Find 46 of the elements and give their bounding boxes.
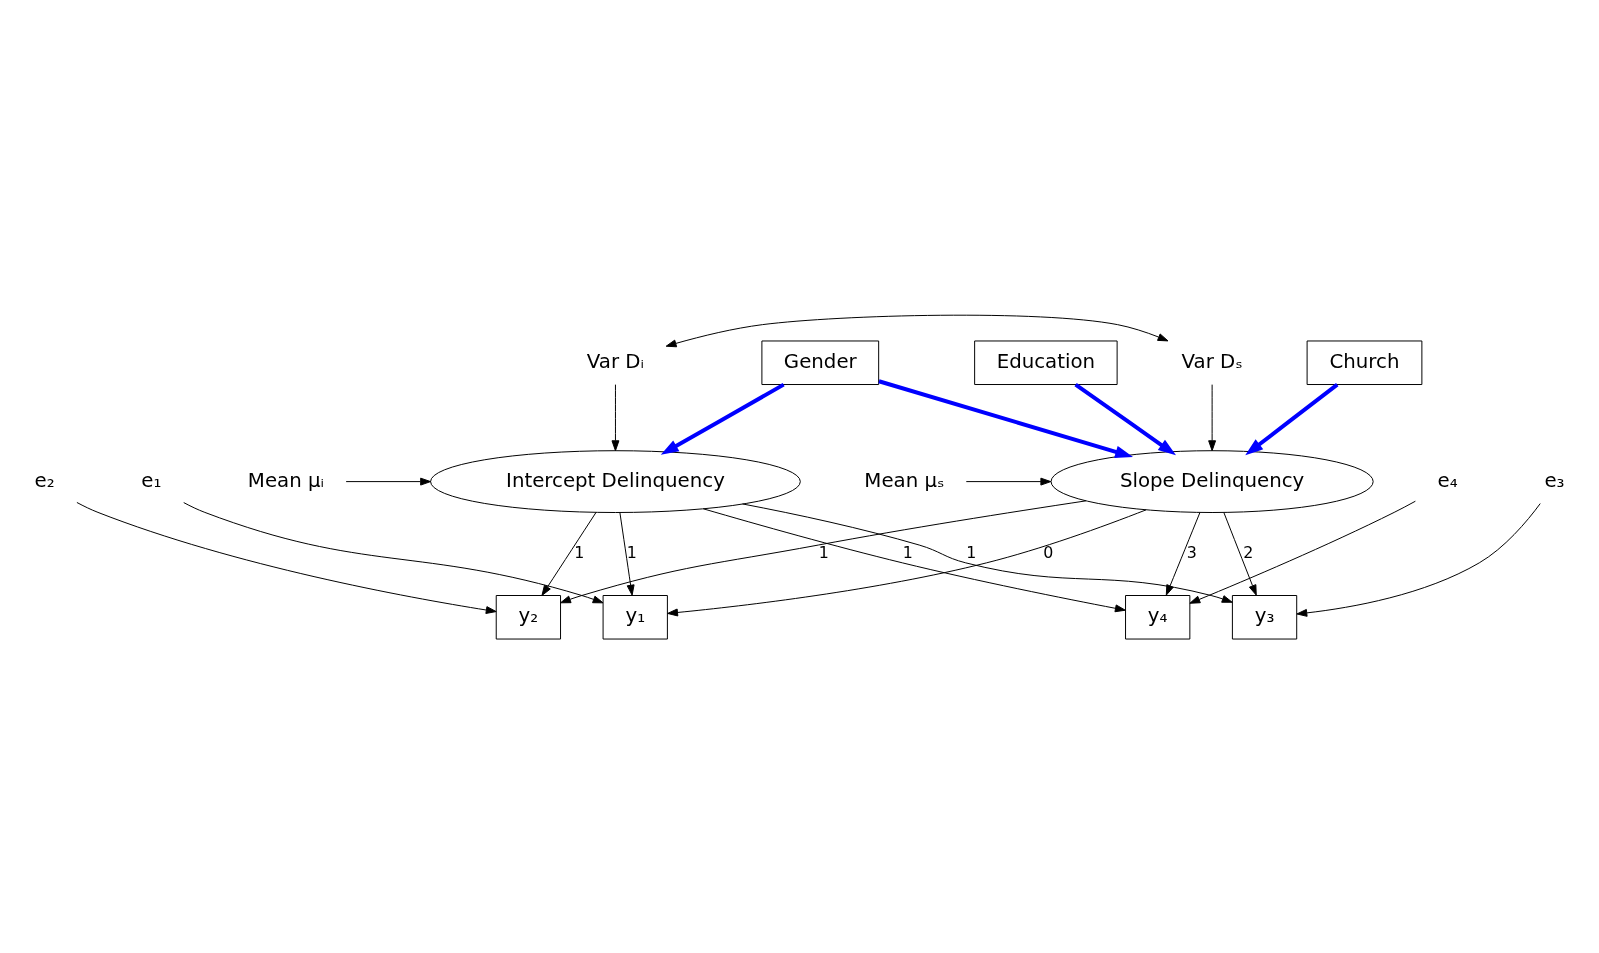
- arrow: [702, 507, 1126, 612]
- edge-label: 1: [626, 542, 637, 562]
- node-box: Education: [974, 340, 1118, 385]
- node-text: Mean μₛ: [864, 468, 945, 492]
- node-text: Var Dₛ: [1181, 349, 1243, 373]
- arrow: [667, 508, 1147, 616]
- arrow: [619, 511, 635, 596]
- edge-label: 1: [574, 542, 585, 562]
- arrow: [742, 502, 1233, 603]
- edge-label: 1: [818, 542, 829, 562]
- arrow: [1074, 382, 1176, 455]
- arrow: [878, 378, 1133, 458]
- arrow: [541, 511, 597, 596]
- arrow: [611, 383, 620, 451]
- node-text: Mean μᵢ: [247, 468, 325, 492]
- arrow: [1223, 511, 1257, 596]
- node-text: Var Dᵢ: [586, 349, 645, 373]
- arrow: [1296, 502, 1541, 617]
- arrow: [1245, 382, 1339, 455]
- node-box: Church: [1306, 340, 1423, 385]
- arrow: [665, 314, 1169, 347]
- edge-label: 1: [902, 542, 913, 562]
- node-box: y₄: [1125, 594, 1191, 640]
- arrow: [1208, 383, 1217, 451]
- node-text: e₁: [141, 468, 162, 492]
- node-text: e₂: [34, 468, 55, 492]
- node-box: Gender: [761, 340, 880, 385]
- arrow: [183, 501, 604, 603]
- node-box: y₁: [602, 594, 668, 640]
- arrow: [345, 477, 432, 486]
- arrow: [560, 499, 1087, 603]
- edge-label: 3: [1186, 542, 1197, 562]
- node-box: y₂: [495, 594, 562, 640]
- arrow: [660, 382, 785, 455]
- node-text: e₃: [1544, 468, 1565, 492]
- edge-label: 0: [1043, 542, 1054, 562]
- arrow: [965, 477, 1052, 486]
- edge-label: 2: [1243, 542, 1254, 562]
- node-ellipse: Intercept Delinquency: [430, 449, 801, 513]
- arrow: [1189, 500, 1416, 604]
- node-text: e₄: [1437, 468, 1458, 492]
- edge-label: 1: [966, 542, 977, 562]
- node-ellipse: Slope Delinquency: [1050, 449, 1374, 513]
- arrow: [1165, 511, 1201, 596]
- node-box: y₃: [1231, 594, 1298, 640]
- arrow: [76, 501, 497, 614]
